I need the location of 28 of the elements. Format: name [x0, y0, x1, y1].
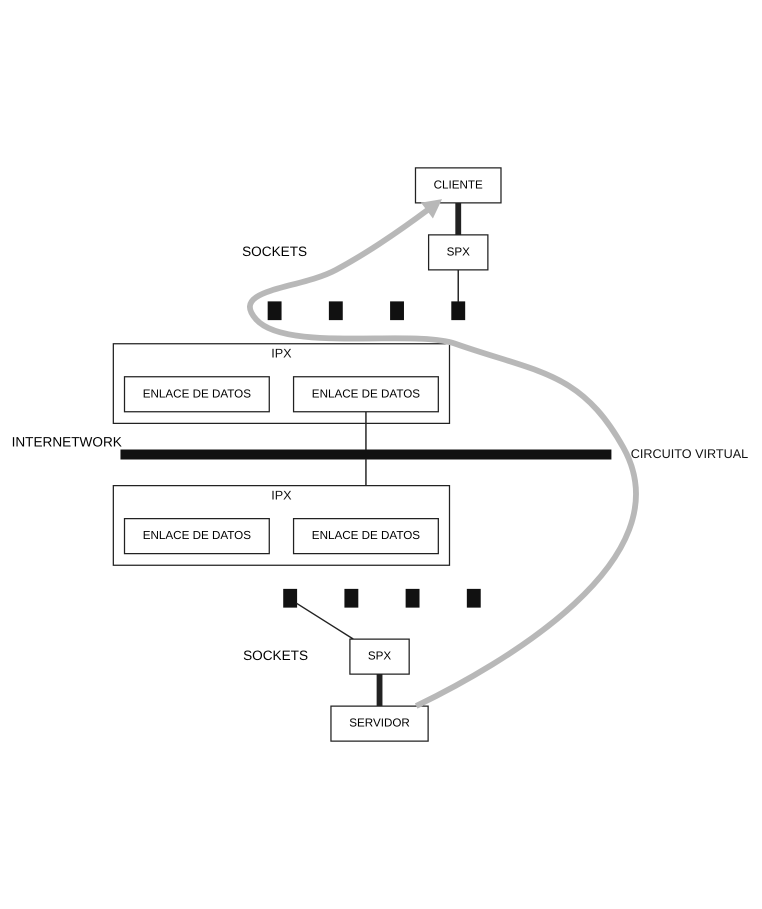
connector	[458, 270, 459, 302]
edge-label: CIRCUITO VIRTUAL	[630, 446, 748, 461]
connector	[365, 412, 367, 450]
node-box: CLIENTE	[414, 167, 502, 204]
node-box: SERVIDOR	[330, 706, 429, 742]
node-box: ENLACE DE DATOS	[292, 518, 439, 554]
label: SOCKETS	[242, 244, 308, 260]
connector	[376, 674, 382, 706]
node-box	[406, 588, 420, 608]
node-box	[344, 588, 358, 608]
node-box: SPX	[349, 638, 410, 675]
node-box: ENLACE DE DATOS	[124, 376, 270, 412]
node-box	[466, 588, 481, 608]
node-box	[451, 301, 466, 320]
node-box	[390, 301, 404, 320]
label: SOCKETS	[243, 648, 308, 664]
connector	[455, 203, 462, 234]
connector	[296, 602, 354, 640]
arrow	[248, 199, 638, 709]
node-label: INTERNETWORK	[12, 434, 122, 450]
connector	[365, 458, 367, 486]
node-box	[283, 588, 298, 608]
node-bar	[120, 450, 612, 460]
node-box: SPX	[428, 234, 488, 271]
node-box: ENLACE DE DATOS	[124, 518, 270, 554]
node-box	[328, 301, 343, 320]
node-box	[268, 301, 282, 320]
node-box: ENLACE DE DATOS	[292, 376, 439, 412]
